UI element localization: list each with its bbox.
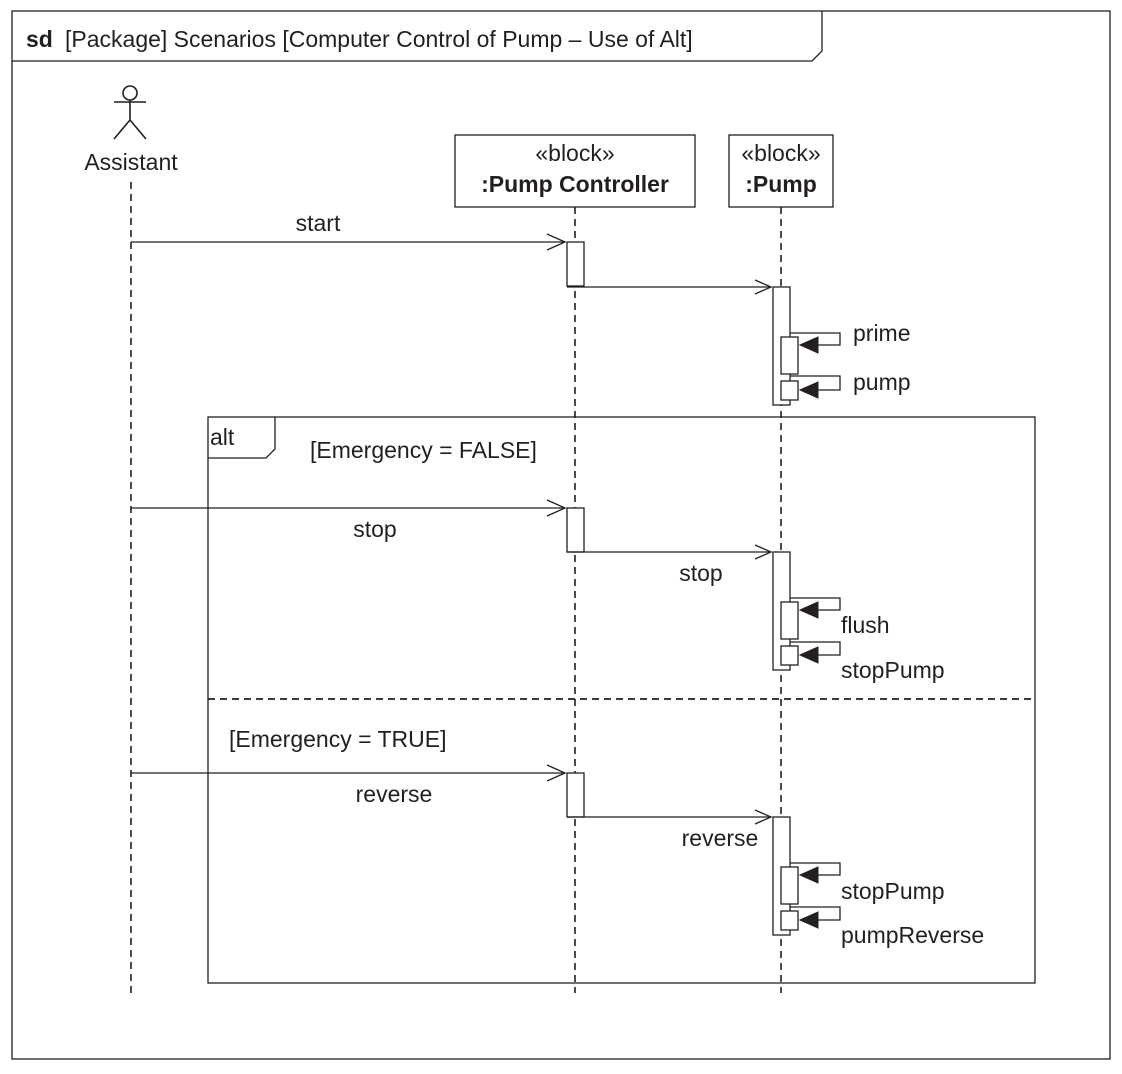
self-message-stop-pump [790,641,841,656]
message-pump-label: pump [853,369,911,395]
frame-title-tab [12,11,823,62]
actor-label: Assistant [84,149,178,175]
frame-title: [Package] Scenarios [Computer Control of… [65,26,693,52]
activation-controller-start [566,241,585,287]
guard-emergency-true: [Emergency = TRUE] [229,726,447,752]
activation-pump-flush [780,601,799,640]
message-start-label: start [296,210,341,236]
diagram-frame [11,10,1111,1060]
guard-emergency-false: [Emergency = FALSE] [310,437,537,463]
message-stop-pump-reverse-label: stopPump [841,878,945,904]
fragment-operator: alt [210,424,235,450]
solid-arrowhead [798,336,819,354]
open-arrowhead [754,544,773,560]
message-reverse-label: reverse [356,781,433,807]
solid-arrowhead [798,911,819,929]
open-arrowhead [546,233,567,251]
activation-pump-prime [780,336,799,375]
alt-fragment: alt [Emergency = FALSE] [Emergency = TRU… [207,416,1036,984]
message-stop-label: stop [353,516,396,542]
stereotype-label: «block» [741,140,820,166]
lifeline-head-pump-controller: «block» :Pump Controller [454,134,696,208]
frame-keyword: sd [26,26,53,52]
activation-pump-pump [780,380,799,401]
actor-assistant: Assistant [84,85,178,175]
open-arrowhead [754,279,773,295]
message-prime-label: prime [853,320,911,346]
solid-arrowhead [798,866,819,884]
message-reverse-forward-label: reverse [682,825,759,851]
open-arrowhead [754,809,773,825]
lifeline-name: :Pump Controller [481,171,669,197]
message-stop-forward-label: stop [679,560,722,586]
solid-arrowhead [798,601,819,619]
stereotype-label: «block» [535,140,614,166]
self-message-pump [790,375,841,391]
self-message-stop-pump-reverse [790,862,841,876]
open-arrowhead [546,499,567,517]
open-arrowhead [546,764,567,782]
self-message-flush [790,597,841,611]
self-message-prime [790,332,841,346]
activation-controller-reverse [566,772,585,818]
message-stop-pump-label: stopPump [841,657,945,683]
activation-pump-pump-reverse [780,910,799,931]
self-message-pump-reverse [790,906,841,921]
activation-pump-stop-pump-reverse [780,866,799,905]
activation-controller-stop [566,507,585,553]
solid-arrowhead [798,646,819,664]
message-pump-reverse-label: pumpReverse [841,922,984,948]
activation-pump-stop-pump [780,645,799,666]
lifeline-head-pump: «block» :Pump [728,134,834,208]
lifeline-name: :Pump [745,171,817,197]
solid-arrowhead [798,381,819,399]
stick-figure-icon [113,85,147,140]
message-flush-label: flush [841,612,890,638]
